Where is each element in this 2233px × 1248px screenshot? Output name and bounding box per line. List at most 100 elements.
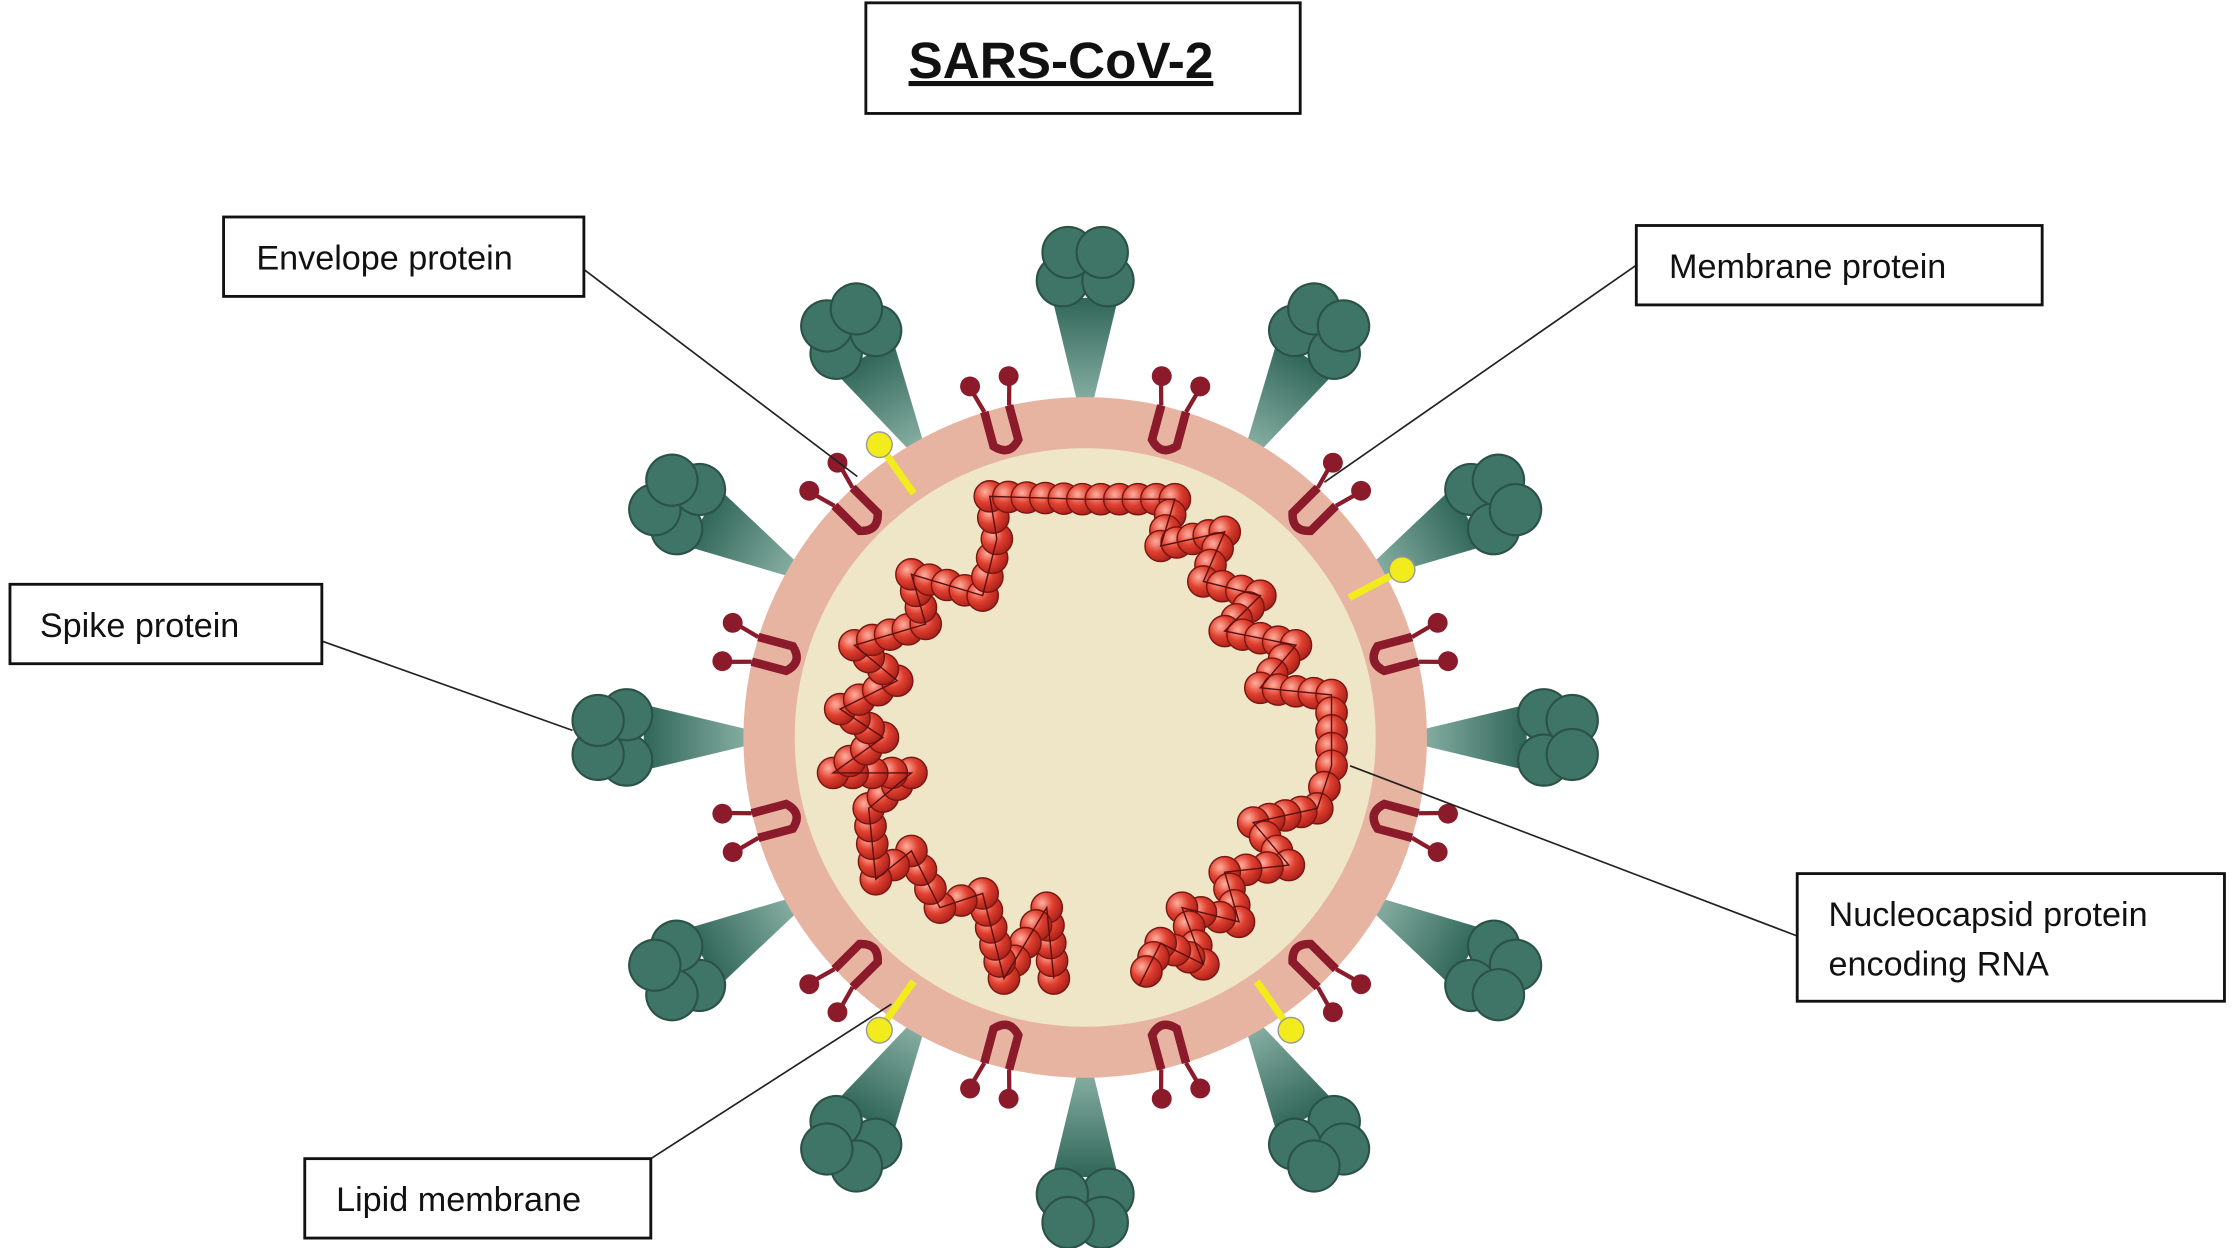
membrane-protein-head — [1427, 612, 1448, 633]
spike-head-lobe — [628, 938, 682, 992]
spike-stalk — [643, 706, 758, 769]
membrane-proteins — [712, 366, 1458, 1109]
membrane-protein-head — [1190, 376, 1211, 397]
spike-protein — [1035, 1063, 1135, 1248]
label-text: Membrane protein — [1669, 248, 1946, 286]
envelope-protein-head — [865, 431, 893, 459]
membrane-protein-head — [1151, 1088, 1172, 1109]
membrane-protein — [1147, 366, 1211, 455]
membrane-protein-head — [722, 612, 743, 633]
envelope-protein — [1253, 979, 1305, 1044]
spike-protein — [1365, 895, 1543, 1022]
membrane-protein — [1288, 452, 1372, 536]
title: SARS-CoV-2 — [909, 32, 1214, 89]
spike-protein — [1365, 453, 1543, 580]
membrane-protein — [960, 1020, 1023, 1109]
membrane-leader-line — [1323, 264, 1637, 483]
membrane-protein-head — [1151, 366, 1172, 387]
envelope-protein — [865, 979, 917, 1044]
spike-leader-line — [321, 640, 573, 732]
spike-protein — [800, 1017, 927, 1193]
envelope-protein-head — [1277, 1016, 1305, 1044]
label-nucleocapsid-protein: Nucleocapsid protein encoding RNA — [1795, 872, 2226, 1003]
membrane-protein-body — [980, 1020, 1023, 1071]
virus-particle — [571, 225, 1599, 1248]
membrane-protein-body — [831, 939, 883, 991]
spike-head-lobe — [1041, 1195, 1095, 1248]
spike-head-lobe — [645, 453, 699, 507]
label-spike-protein: Spike protein — [8, 582, 324, 666]
membrane-protein — [712, 612, 801, 676]
spike-protein — [1412, 688, 1599, 787]
spike-protein — [628, 453, 805, 580]
envelope-protein-head — [1388, 556, 1416, 584]
membrane-protein-body — [750, 632, 801, 676]
spike-head-lobe — [1287, 1139, 1341, 1193]
label-envelope-protein: Envelope protein — [222, 215, 586, 298]
membrane-protein — [1369, 799, 1458, 862]
spike-protein — [571, 688, 758, 787]
lipid-leader-line — [650, 1003, 892, 1160]
envelope-protein-head — [865, 1016, 893, 1044]
nucleocapsid-rna — [816, 480, 1348, 995]
label-text-line1: Nucleocapsid protein — [1829, 896, 2148, 934]
spike-head-lobe — [571, 693, 625, 748]
membrane-protein-head — [998, 366, 1019, 387]
spike-stalk — [693, 494, 805, 580]
envelope-leader-line — [583, 268, 858, 478]
spike-stalk — [1244, 347, 1330, 458]
label-lipid-membrane: Lipid membrane — [303, 1157, 653, 1240]
label-membrane-protein: Membrane protein — [1634, 224, 2044, 307]
membrane-protein-head — [998, 1088, 1019, 1109]
spike-proteins — [571, 225, 1599, 1248]
spike-stalk — [840, 347, 927, 458]
membrane-protein — [799, 939, 883, 1023]
membrane-protein-head — [1190, 1078, 1211, 1099]
membrane-protein-head — [960, 376, 981, 397]
spike-head-lobe — [1488, 483, 1543, 537]
spike-head-lobe — [829, 282, 884, 336]
membrane-protein-body — [1369, 632, 1420, 676]
membrane-protein-head — [827, 452, 848, 473]
envelope-protein-stem — [1253, 979, 1289, 1025]
title-box: SARS-CoV-2 — [864, 1, 1302, 115]
envelope-protein — [865, 431, 917, 496]
membrane-protein-body — [831, 484, 883, 536]
membrane-protein-body — [1288, 484, 1339, 536]
envelope-protein-stem — [882, 450, 917, 496]
spike-stalk — [1365, 895, 1477, 981]
label-text-line2: encoding RNA — [1829, 946, 2050, 984]
membrane-protein-head — [827, 1002, 848, 1023]
spike-head-lobe — [1075, 225, 1129, 280]
membrane-protein-body — [1147, 1020, 1191, 1071]
membrane-protein-body — [1288, 939, 1339, 991]
spike-stalk — [1053, 297, 1117, 412]
membrane-protein-body — [750, 799, 801, 842]
spike-protein — [1035, 225, 1135, 412]
membrane-protein-head — [799, 480, 820, 501]
envelope-proteins — [865, 431, 1416, 1044]
membrane-protein-head — [1438, 803, 1458, 824]
membrane-protein — [712, 799, 801, 862]
membrane-protein-head — [960, 1078, 981, 1099]
spike-stalk — [1412, 706, 1527, 769]
membrane-protein-head — [1322, 452, 1343, 473]
membrane-protein-head — [722, 842, 743, 862]
spike-head-lobe — [1316, 299, 1371, 353]
spike-head-lobe — [1545, 727, 1599, 782]
label-text: Spike protein — [40, 607, 239, 645]
membrane-protein-body — [1369, 799, 1420, 842]
rna-strand — [830, 495, 1333, 986]
membrane-protein-body — [1147, 404, 1191, 455]
spike-stalk — [1053, 1063, 1117, 1178]
envelope-protein — [1347, 556, 1416, 601]
spike-protein — [1244, 282, 1371, 458]
membrane-protein — [1288, 939, 1372, 1023]
spike-protein — [628, 895, 805, 1022]
nucleocapsid-leader-line — [1349, 765, 1798, 937]
envelope-protein-stem — [882, 979, 917, 1025]
spike-stalk — [693, 895, 805, 981]
membrane-protein-head — [1438, 651, 1458, 672]
envelope-protein-stem — [1347, 571, 1395, 601]
